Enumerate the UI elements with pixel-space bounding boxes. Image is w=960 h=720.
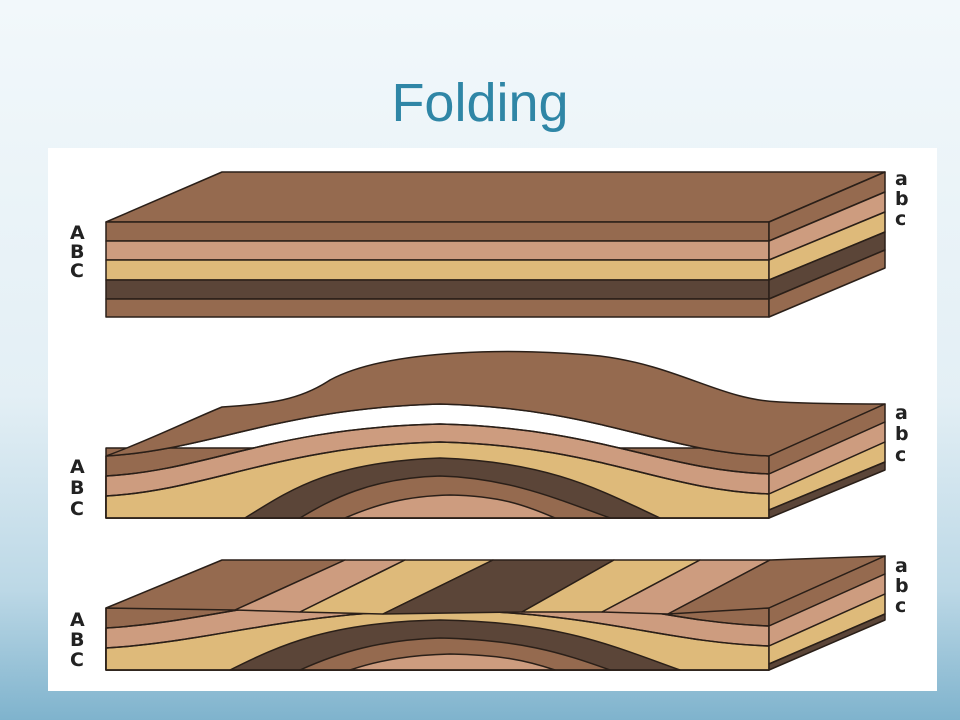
labels-block-3: A B C a b c [70,555,909,671]
folding-diagram-panel: A B C a b c A B C a b c A B C a b c [48,148,937,691]
label-c-block3: c [895,595,906,617]
label-A-block2: A [70,456,85,478]
flat-layer-d-front [105,279,770,300]
label-C-block1: C [70,260,84,282]
flat-layer-b-front [105,240,770,261]
label-C-block3: C [70,649,84,671]
anticline-side-d [768,461,886,519]
label-b-block1: b [895,188,909,210]
flat-layer-e-front [105,298,770,318]
label-B-block2: B [70,477,84,499]
eroded-core-front [349,653,556,671]
label-A-block1: A [70,222,85,244]
flat-top-surface [105,171,886,223]
label-c-block1: c [895,208,906,230]
label-b-block2: b [895,423,909,445]
anticline-core-front [344,494,556,519]
flat-layer-a-front [105,221,770,242]
block-flat-layers [105,171,886,318]
label-C-block2: C [70,498,84,520]
slide-title: Folding [391,73,569,133]
label-a-block3: a [895,555,908,577]
eroded-side-d [768,613,886,671]
flat-layer-c-front [105,259,770,281]
anticline-top-surface [105,350,886,457]
label-b-block3: b [895,575,909,597]
label-B-block1: B [70,241,84,263]
label-A-block3: A [70,609,85,631]
folding-diagram: A B C a b c A B C a b c A B C a b c [70,168,909,671]
flat-side-e [768,249,886,318]
label-B-block3: B [70,629,84,651]
labels-block-2: A B C a b c [70,402,909,520]
label-a-block2: a [895,402,908,424]
labels-block-1: A B C a b c [70,168,909,282]
label-c-block2: c [895,444,906,466]
block-eroded-anticline [105,555,886,671]
block-anticline [105,350,886,519]
label-a-block1: a [895,168,908,190]
